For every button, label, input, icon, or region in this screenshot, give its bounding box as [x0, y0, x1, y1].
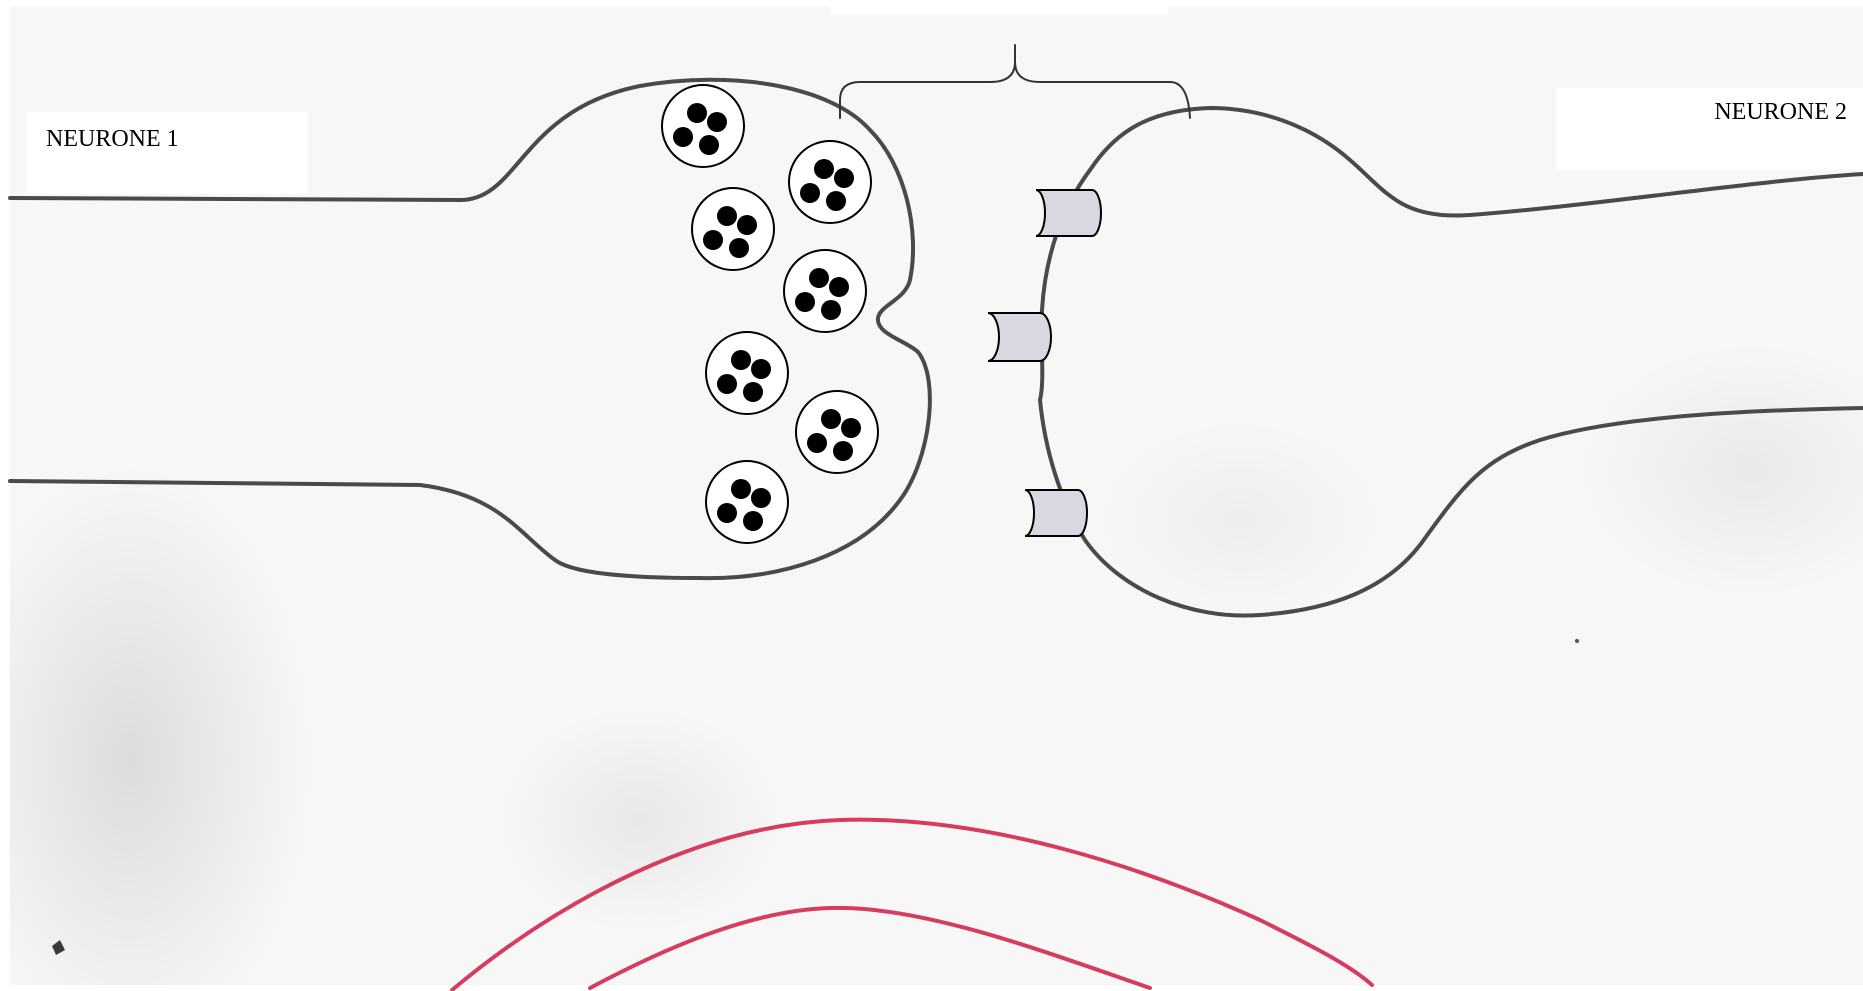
synaptic-vesicle	[784, 250, 866, 332]
neurone-1-label-box: NEURONE 1	[26, 112, 308, 194]
synaptic-vesicle	[706, 332, 788, 414]
synaptic-vesicle	[796, 391, 878, 473]
dirt-speck	[1575, 639, 1579, 643]
neurone-2-label: NEURONE 2	[1714, 100, 1847, 124]
synaptic-vesicle	[706, 461, 788, 543]
synaptic-vesicles	[662, 85, 878, 543]
red-arc-inner	[590, 908, 1150, 988]
neurone-1-label: NEURONE 1	[46, 127, 179, 151]
synaptic-vesicle	[692, 188, 774, 270]
receptor	[1036, 190, 1101, 236]
neurone-2-membrane	[1040, 108, 1863, 616]
dirt-speck	[52, 940, 65, 955]
receptors	[988, 190, 1101, 536]
receptor	[988, 313, 1051, 361]
receptor	[1025, 490, 1087, 536]
neurone-2-label-box: NEURONE 2	[1556, 88, 1863, 170]
red-arc-outer	[452, 820, 1372, 990]
synaptic-cleft-bracket	[840, 45, 1190, 118]
synaptic-vesicle	[789, 141, 871, 223]
synaptic-vesicle	[662, 85, 744, 167]
